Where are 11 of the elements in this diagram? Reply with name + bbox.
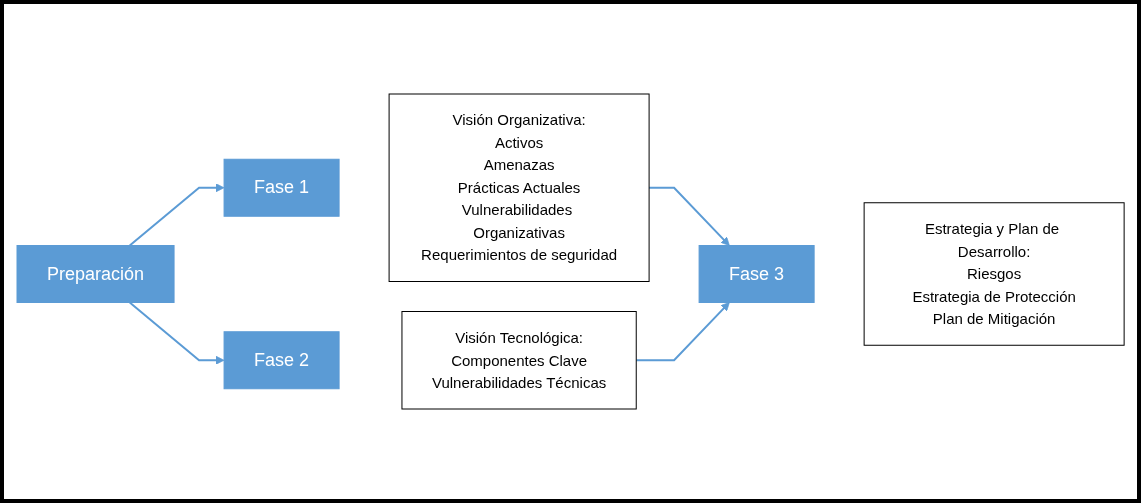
node-box: Fase 2 [223, 331, 340, 390]
node-box: Estrategia y Plan de Desarrollo: Riesgos Estrategia de Protección Plan de Mitigación [863, 202, 1125, 346]
arrow [648, 186, 730, 246]
arrow [128, 183, 225, 247]
arrow [635, 302, 730, 362]
node-box: Visión Tecnológica: Componentes Clave Vulnerabilidades Técnicas [401, 311, 637, 410]
node-box: Fase 3 [698, 245, 815, 303]
node-box: Preparación [16, 245, 175, 303]
node-box: Fase 1 [223, 158, 340, 217]
arrow [128, 301, 225, 365]
node-box: Visión Organizativa: Activos Amenazas Prácticas Actuales Vulnerabilidades Organizativas Requerimientos de seguridad [388, 93, 650, 282]
